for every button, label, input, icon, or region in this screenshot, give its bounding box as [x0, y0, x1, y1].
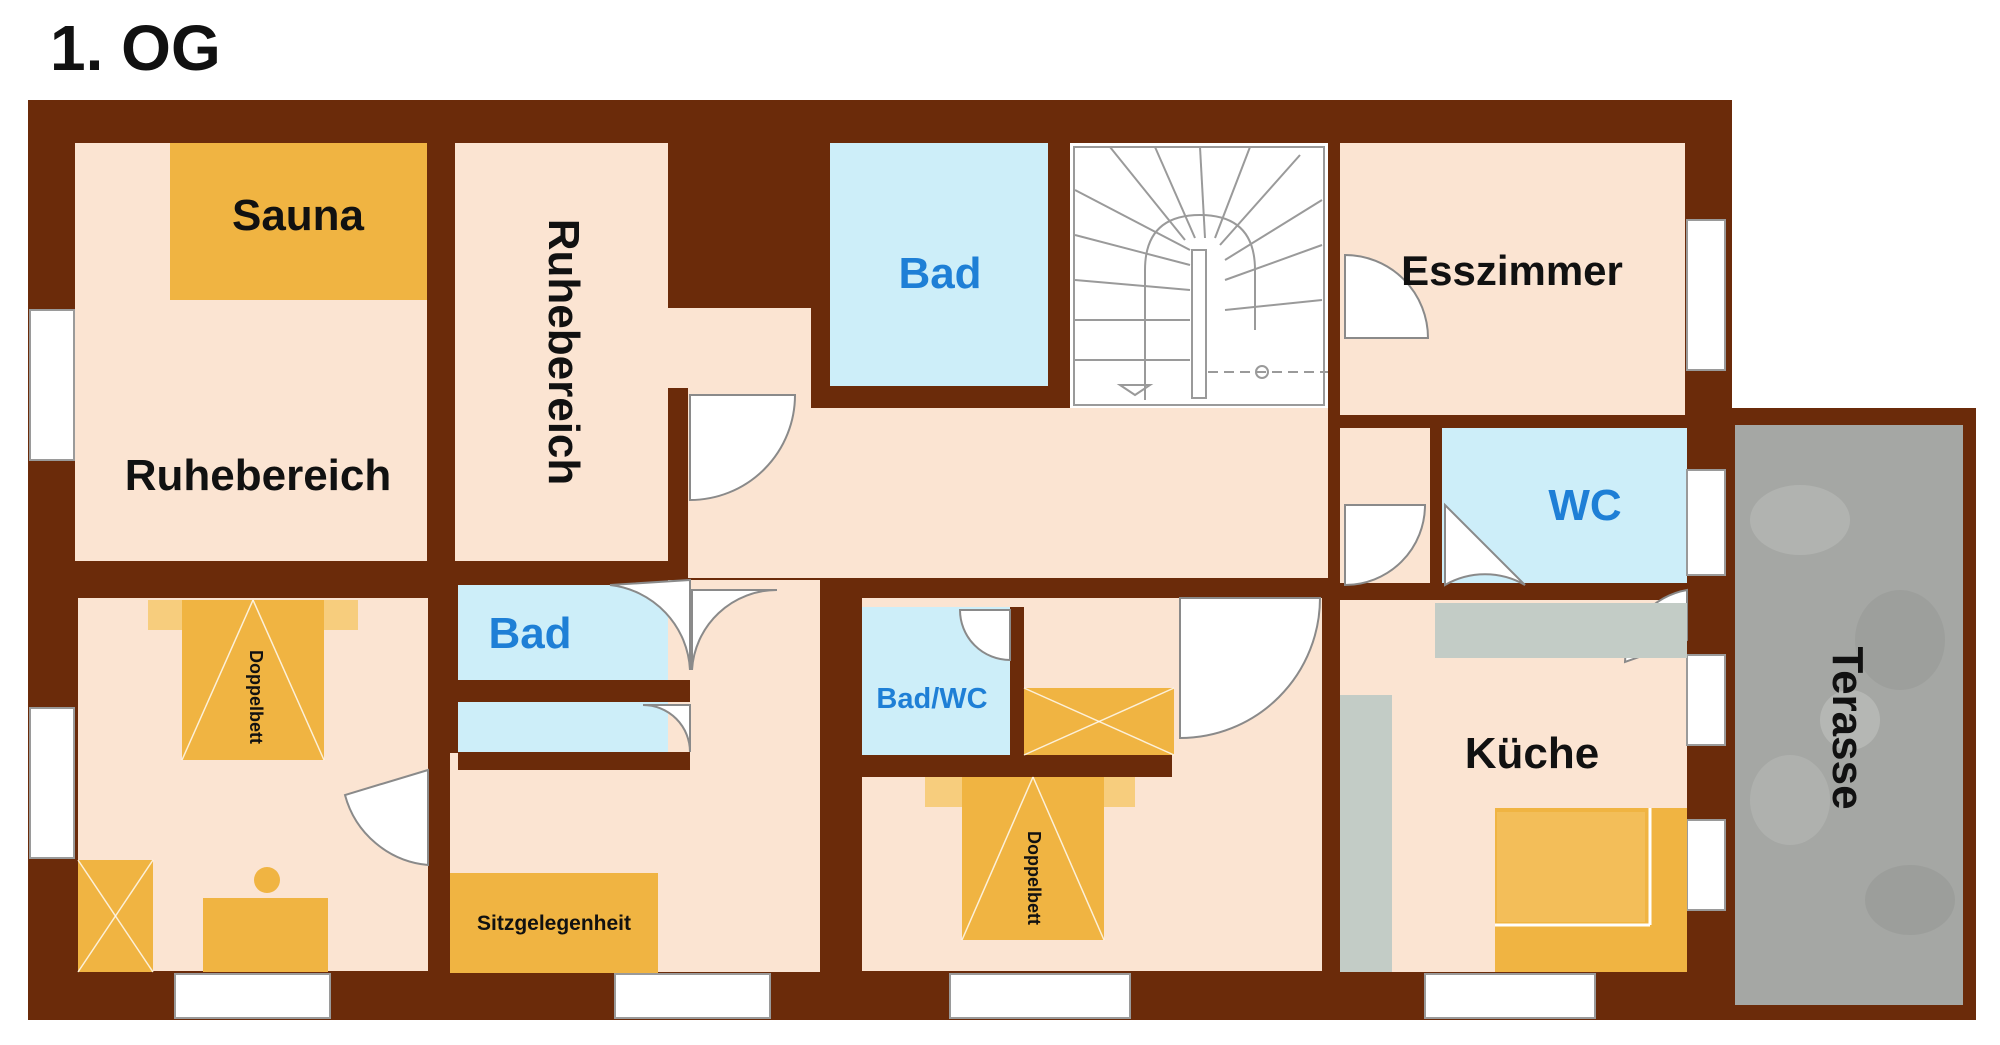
room-ruhebereich-vertical [455, 143, 668, 561]
room-bad-middle-lower-redraw [458, 702, 668, 752]
label-sauna: Sauna [232, 191, 365, 240]
room-bad-middle-redraw [458, 585, 668, 680]
terrace-texture [1750, 485, 1955, 935]
label-esszimmer: Esszimmer [1401, 247, 1623, 294]
label-bad-top: Bad [898, 249, 981, 298]
interior-walls [28, 143, 1687, 972]
room-bad-top [830, 143, 1048, 386]
label-doppelbett-right: Doppelbett [1024, 831, 1044, 925]
desk-left [203, 867, 328, 972]
label-bad-middle: Bad [488, 609, 571, 658]
label-bad-wc: Bad/WC [876, 683, 987, 715]
wardrobe-right [1023, 687, 1175, 756]
double-bed-left [148, 599, 358, 761]
double-bed-right [925, 776, 1135, 941]
label-ruhebereich-vertical: Ruhebereich [539, 219, 588, 486]
label-sitzgelegenheit: Sitzgelegenheit [477, 912, 631, 935]
wardrobe-left [77, 859, 154, 973]
hallway [688, 388, 1328, 578]
terrace-area [1735, 425, 1963, 1005]
label-doppelbett-left: Doppelbett [246, 650, 266, 744]
windows [29, 219, 1726, 1019]
label-terasse: Terasse [1823, 646, 1872, 809]
label-wc: WC [1548, 481, 1621, 530]
sauna-cabin [170, 143, 427, 300]
label-ruhebereich-left: Ruhebereich [125, 451, 392, 500]
kitchen-bench [1495, 808, 1687, 972]
label-kueche: Küche [1465, 729, 1599, 778]
kitchen-counters [1340, 603, 1687, 972]
seating-block [450, 873, 658, 973]
room-ruhebereich-extension [668, 308, 811, 388]
floor-title: 1. OG [50, 12, 221, 84]
staircase-steps [1073, 146, 1328, 406]
